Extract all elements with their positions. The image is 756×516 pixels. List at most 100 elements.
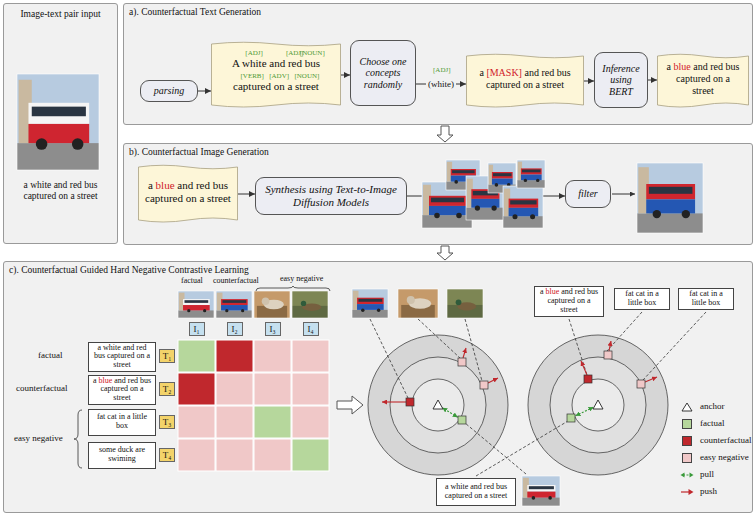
bus-wheel bbox=[536, 179, 539, 182]
matrix-cell bbox=[178, 406, 215, 438]
row-label: counterfactual bbox=[16, 384, 67, 393]
duck-head bbox=[456, 299, 462, 305]
image-token-box: I₄ bbox=[303, 322, 319, 336]
bus-wheel bbox=[524, 179, 527, 182]
highlight-word: blue bbox=[156, 179, 175, 191]
legend: anchor factual counterfactual easy negative… bbox=[680, 398, 751, 500]
bus-wheel bbox=[456, 213, 462, 219]
legend-symbol bbox=[680, 470, 694, 480]
legend-row: counterfactual bbox=[680, 432, 751, 449]
block-arrow bbox=[437, 126, 453, 142]
embedding-ring bbox=[390, 357, 486, 453]
highlight-word: [MASK] bbox=[486, 67, 522, 78]
matrix-cell bbox=[216, 340, 253, 372]
text-token-box: T₄ bbox=[159, 448, 175, 462]
legend-text: push bbox=[700, 487, 717, 496]
node-text: I₄ bbox=[307, 325, 313, 334]
node-text: a white and red bus captured on a street bbox=[92, 344, 152, 371]
scroll-outline bbox=[658, 54, 749, 107]
photo-frame bbox=[254, 291, 290, 318]
column-label: factual bbox=[181, 277, 203, 285]
node-text: T₁ bbox=[163, 352, 172, 361]
edge-label: (white) bbox=[426, 79, 456, 90]
image-token-box: I₁ bbox=[189, 322, 205, 336]
photo-frame bbox=[352, 289, 388, 318]
bus-wheel bbox=[377, 308, 380, 311]
photo-part bbox=[352, 289, 388, 318]
pos-tag: [ADV] bbox=[269, 73, 289, 80]
photo-frame bbox=[17, 74, 99, 170]
photo-part bbox=[398, 289, 438, 318]
photo-frame bbox=[522, 476, 560, 506]
row-label: factual bbox=[38, 351, 62, 360]
photo-part bbox=[522, 170, 540, 173]
image-token-box: I₂ bbox=[227, 322, 243, 336]
bus-wheel bbox=[225, 309, 228, 312]
panel-title: Image-text pair input bbox=[7, 9, 114, 20]
push-arrow bbox=[581, 361, 587, 375]
node-text: Synthesis using Text-to-Image Diffusion … bbox=[260, 183, 402, 208]
photo bbox=[17, 74, 99, 170]
node-text: I₁ bbox=[193, 325, 199, 334]
highlight-word: blue bbox=[674, 61, 691, 72]
embedding-ring bbox=[550, 357, 646, 453]
leader-line bbox=[465, 423, 526, 474]
bus-wheel bbox=[682, 210, 690, 218]
bus-wheel bbox=[72, 138, 84, 150]
easy-negative-point bbox=[637, 380, 645, 388]
matrix-cell bbox=[216, 439, 253, 471]
photo-part bbox=[178, 291, 214, 318]
flow-arrow bbox=[612, 194, 635, 195]
photo-part bbox=[221, 299, 248, 305]
legend-row: anchor bbox=[680, 398, 751, 415]
leader-line bbox=[418, 319, 460, 358]
matrix-cell bbox=[292, 439, 329, 471]
photo-part bbox=[32, 107, 86, 117]
node-text: T₃ bbox=[163, 418, 172, 427]
text-scroll: a blue and red bus captured on a street bbox=[657, 52, 749, 110]
bus-wheel bbox=[241, 309, 244, 312]
hollow-arrow bbox=[337, 396, 363, 414]
process-box: parsing bbox=[140, 80, 198, 102]
text-token-box: T₁ bbox=[159, 349, 175, 363]
cat-head bbox=[407, 296, 415, 304]
column-label: easy negative bbox=[280, 275, 323, 283]
matrix-cell bbox=[216, 373, 253, 405]
photo-part bbox=[637, 163, 703, 233]
photo-frame bbox=[637, 163, 703, 233]
photo-part bbox=[183, 299, 210, 305]
embedding-ring bbox=[528, 335, 668, 475]
pos-tag: [ADJ] bbox=[245, 50, 263, 57]
node-text: parsing bbox=[154, 85, 185, 97]
node-text: Choose one concepts randomly bbox=[355, 56, 411, 91]
process-box: filter bbox=[565, 180, 611, 208]
row-label: easy negative bbox=[14, 434, 63, 443]
process-box: Inference using BERT bbox=[594, 52, 648, 108]
pull-head bbox=[681, 472, 685, 477]
photo-part bbox=[17, 74, 99, 170]
photo bbox=[522, 476, 560, 506]
node-text: a blue and red bus captured on a street bbox=[664, 61, 742, 97]
block-arrow bbox=[437, 246, 453, 260]
legend-text: easy negative bbox=[700, 453, 749, 462]
panel: Image-text pair input a white and red bus… bbox=[3, 3, 118, 244]
panel-ground bbox=[123, 143, 753, 245]
brace bbox=[256, 286, 330, 291]
bus-wheel bbox=[454, 180, 458, 184]
caption-text: a white and red bus captured on a street bbox=[12, 180, 109, 203]
bus-wheel bbox=[548, 496, 552, 500]
node-text: Inference using BERT bbox=[599, 63, 643, 98]
node-text: T₂ bbox=[163, 385, 172, 394]
pull-arrow bbox=[442, 408, 458, 418]
photo bbox=[637, 163, 703, 233]
matrix-cell bbox=[254, 439, 291, 471]
text-box: fat cat in a little box bbox=[88, 409, 156, 436]
leader-line bbox=[465, 319, 482, 381]
legend-text: counterfactual bbox=[700, 436, 751, 445]
node-text: a blue and red bus captured on a street bbox=[92, 377, 152, 404]
image-token-box: I₃ bbox=[265, 322, 281, 336]
bus-wheel bbox=[187, 309, 190, 312]
legend-text: factual bbox=[700, 419, 724, 428]
matrix-cell bbox=[254, 340, 291, 372]
